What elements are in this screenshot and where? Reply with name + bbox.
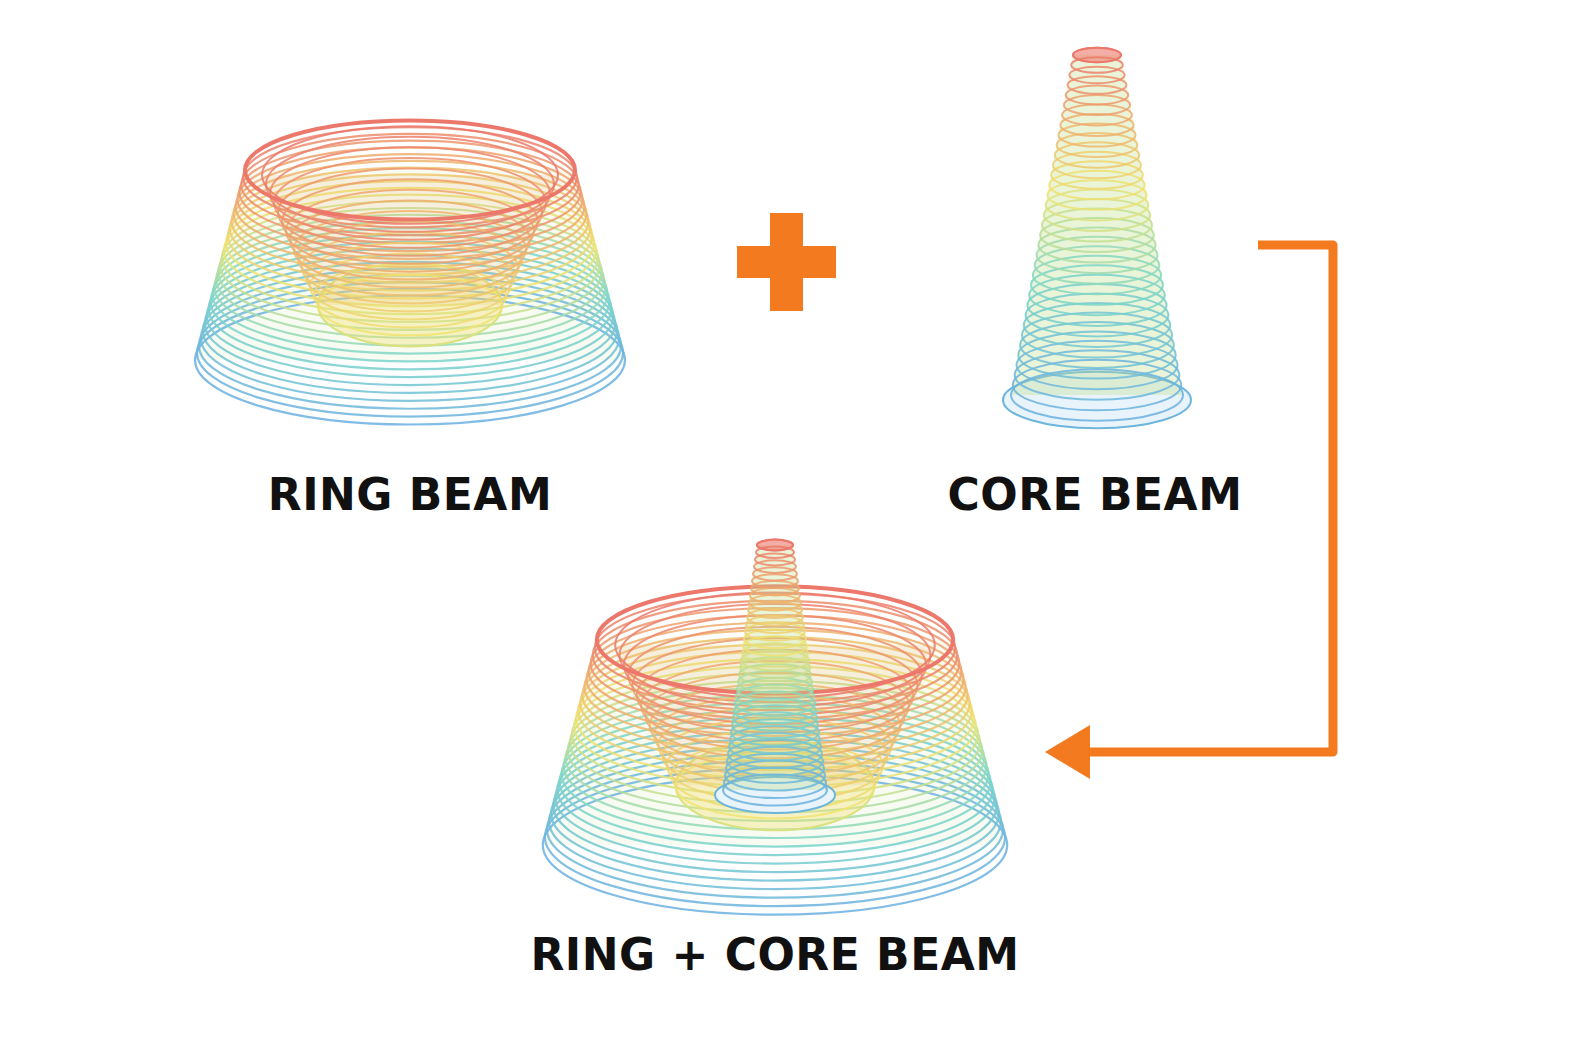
- core-beam-illustration: [1003, 48, 1191, 428]
- beam-label: RING BEAM: [182, 469, 638, 520]
- beam-figure: CORE BEAM: [922, 40, 1268, 520]
- beam-figure: RING + CORE BEAM: [497, 525, 1053, 980]
- ring-beam-illustration: [195, 121, 625, 425]
- plus-symbol: [737, 213, 836, 311]
- beam-figure: RING BEAM: [182, 110, 638, 520]
- beam-label: CORE BEAM: [922, 469, 1268, 520]
- ring-core-beam-illustration: [543, 540, 1007, 915]
- beam-label: RING + CORE BEAM: [497, 929, 1053, 980]
